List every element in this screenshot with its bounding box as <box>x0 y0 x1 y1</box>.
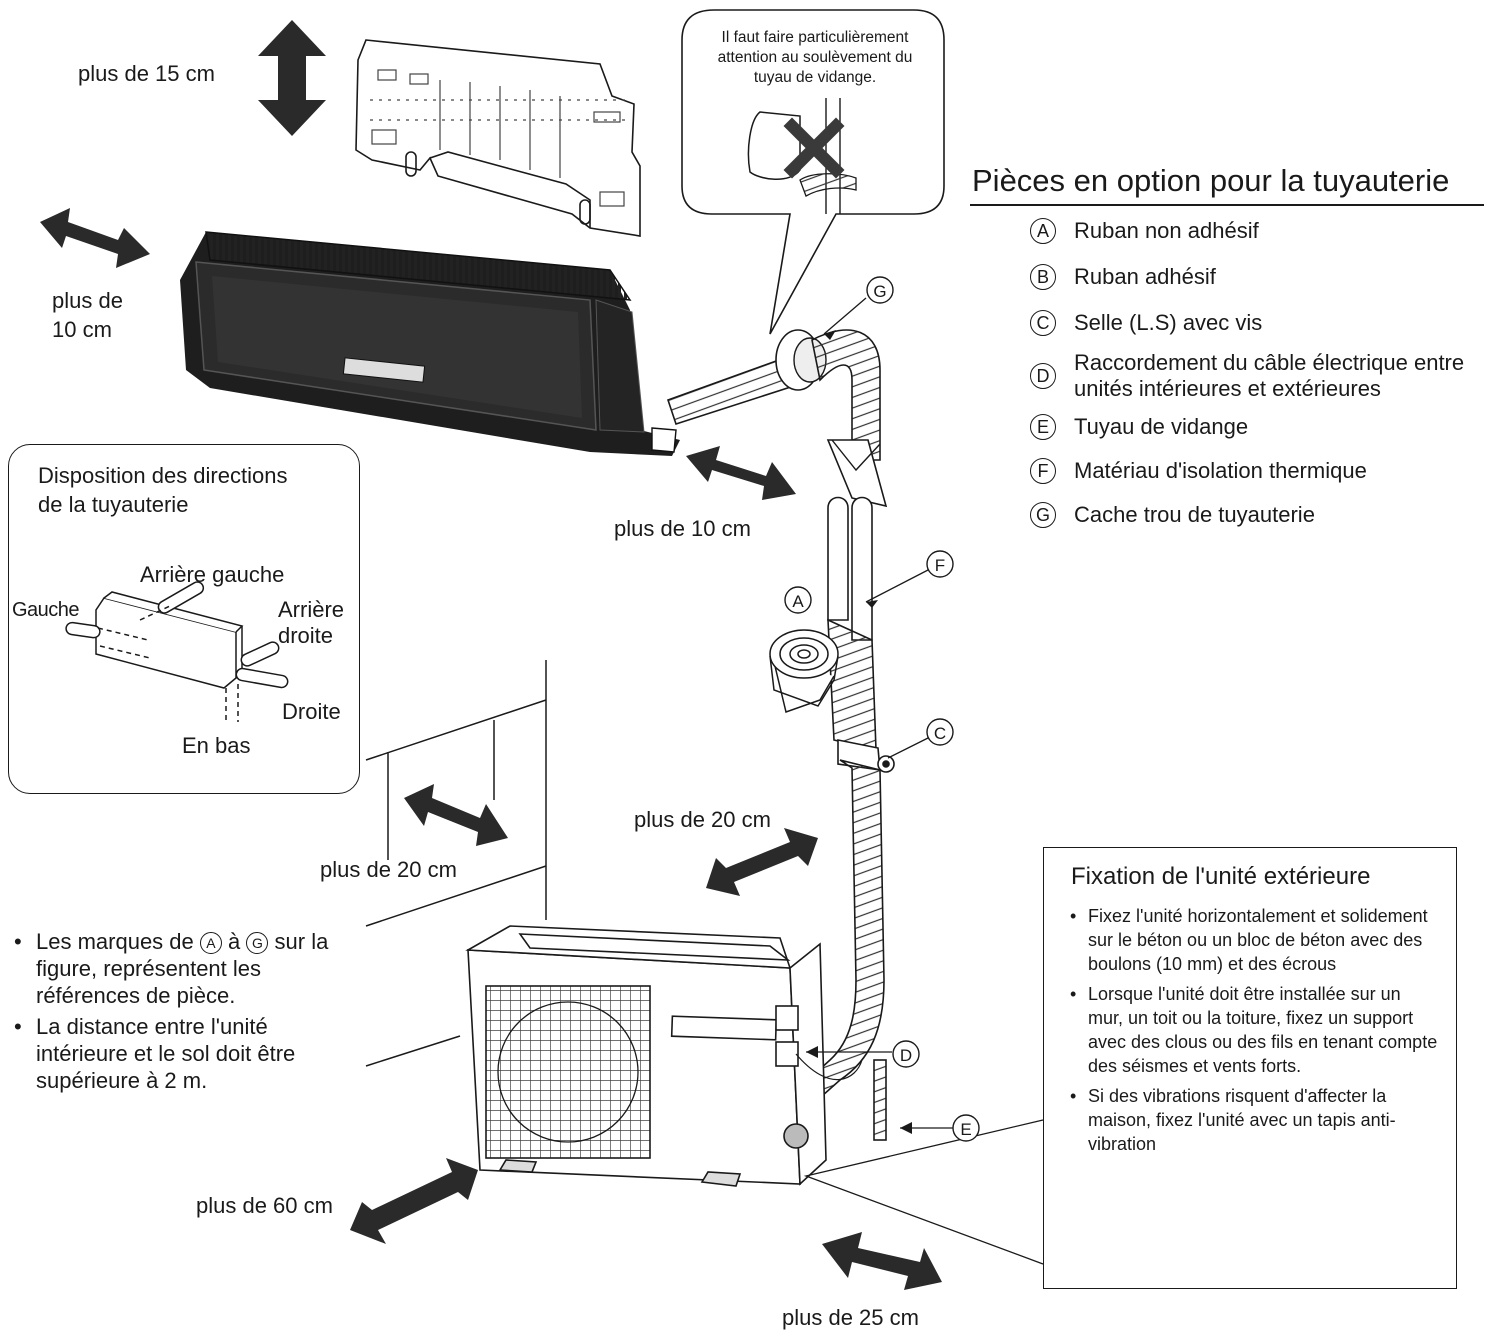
marker-d: D <box>892 1040 920 1068</box>
note1-prefix: Les marques de <box>36 929 194 954</box>
marker-f: F <box>926 550 954 578</box>
piping-directions-box <box>8 444 360 794</box>
direction-rear-right-1: Arrière <box>278 597 345 622</box>
part-item: C Selle (L.S) avec vis <box>1030 308 1494 338</box>
mounting-plate <box>355 39 641 237</box>
callout-line-2: attention au soulèvement du <box>717 49 913 66</box>
note1-suffix: sur la figure, représentent les référenc… <box>36 929 329 1008</box>
part-label: Ruban adhésif <box>1074 264 1216 289</box>
fixation-list: Fixez l'unité horizontalement et solidem… <box>1068 904 1440 1162</box>
clearance-left-label-1: plus de <box>52 288 123 313</box>
part-item: A Ruban non adhésif <box>1030 216 1494 246</box>
part-label: Selle (L.S) avec vis <box>1074 310 1263 335</box>
note1-mid: à <box>228 929 241 954</box>
clearance-arrow-outdoor-side <box>404 784 508 846</box>
note2-text: La distance entre l'unité intérieure et … <box>36 1014 296 1093</box>
note1-mark-to: G <box>246 932 269 955</box>
clearance-outdoor-side-label: plus de 20 cm <box>320 857 457 882</box>
note1-mark-from: A <box>199 932 222 955</box>
part-label: Cache trou de tuyauterie <box>1074 502 1315 527</box>
marker-d-text: D <box>900 1046 912 1065</box>
clearance-outdoor-back-label: plus de 20 cm <box>634 807 771 832</box>
directions-title-1: Disposition des directions <box>38 463 288 488</box>
direction-rear-left: Arrière gauche <box>140 562 285 587</box>
part-item: F Matériau d'isolation thermique <box>1030 456 1494 486</box>
marker-f-text: F <box>935 556 945 575</box>
part-mark: F <box>1030 458 1056 484</box>
clearance-arrow-outdoor-right <box>822 1232 942 1290</box>
part-mark: D <box>1030 363 1056 389</box>
part-mark: G <box>1030 502 1056 528</box>
callout-text: Il faut faire particulièrement attention… <box>688 28 942 88</box>
vertical-pipe <box>806 496 895 1141</box>
fixation-title: Fixation de l'unité extérieure <box>1071 863 1371 890</box>
clearance-left-label-2: 10 cm <box>52 317 112 342</box>
part-item: G Cache trou de tuyauterie <box>1030 500 1494 530</box>
part-label: Ruban non adhésif <box>1074 218 1259 243</box>
marker-c: C <box>926 718 954 746</box>
clearance-arrow-outdoor-front <box>350 1158 478 1244</box>
fixation-item: Lorsque l'unité doit être installée sur … <box>1068 982 1440 1078</box>
installation-notes: Les marques de A à G sur la figure, repr… <box>12 928 342 1098</box>
clearance-arrow-right <box>686 446 796 500</box>
tape-roll <box>769 629 839 713</box>
callout-line-3: tuyau de vidange. <box>753 69 877 86</box>
part-mark: C <box>1030 310 1056 336</box>
part-label: Tuyau de vidange <box>1074 414 1249 439</box>
marker-a-text: A <box>792 592 804 611</box>
parts-title: Pièces en option pour la tuyauterie <box>972 163 1450 198</box>
parts-title-rule <box>970 204 1484 206</box>
clearance-outdoor-front-label: plus de 60 cm <box>196 1193 333 1218</box>
clearance-top-label: plus de 15 cm <box>78 61 215 86</box>
direction-right: Droite <box>282 699 341 724</box>
marker-c-text: C <box>934 724 946 743</box>
part-mark: B <box>1030 264 1056 290</box>
outdoor-wall <box>365 660 547 1067</box>
marker-g-text: G <box>873 282 886 301</box>
part-item: E Tuyau de vidange <box>1030 412 1494 442</box>
direction-left: Gauche <box>12 599 80 621</box>
part-label: Matériau d'isolation thermique <box>1074 458 1367 483</box>
note-item: Les marques de A à G sur la figure, repr… <box>12 928 342 1009</box>
indoor-pipe <box>666 329 888 508</box>
note-item: La distance entre l'unité intérieure et … <box>12 1013 342 1094</box>
part-label: Raccordement du câble électrique entre u… <box>1074 350 1465 401</box>
part-item: B Ruban adhésif <box>1030 262 1494 292</box>
outdoor-unit <box>465 925 863 1187</box>
fixation-item: Fixez l'unité horizontalement et solidem… <box>1068 904 1440 976</box>
part-mark: E <box>1030 414 1056 440</box>
clearance-right-label: plus de 10 cm <box>614 516 751 541</box>
part-mark: A <box>1030 218 1056 244</box>
callout-line-1: Il faut faire particulièrement <box>721 29 909 46</box>
indoor-unit <box>180 231 680 456</box>
clearance-outdoor-right-label: plus de 25 cm <box>782 1305 919 1330</box>
fixation-item: Si des vibrations risquent d'affecter la… <box>1068 1084 1440 1156</box>
direction-rear-right-2: droite <box>278 623 334 648</box>
part-item: D Raccordement du câble électrique entre… <box>1030 350 1494 402</box>
marker-a: A <box>784 586 812 614</box>
marker-e-text: E <box>960 1120 971 1139</box>
parts-list: A Ruban non adhésif B Ruban adhésif C Se… <box>1030 216 1494 530</box>
drain-callout <box>681 9 945 335</box>
clearance-arrow-left <box>40 208 150 268</box>
direction-bottom: En bas <box>182 733 251 758</box>
directions-title-2: de la tuyauterie <box>38 492 189 517</box>
fixation-box <box>1043 847 1457 1289</box>
marker-g: G <box>866 276 894 304</box>
direction-sketch <box>65 581 289 722</box>
clearance-arrow-outdoor-back <box>706 828 818 896</box>
clearance-arrow-top <box>258 20 326 136</box>
marker-e: E <box>952 1114 980 1142</box>
leader-arrowheads <box>806 330 912 1134</box>
